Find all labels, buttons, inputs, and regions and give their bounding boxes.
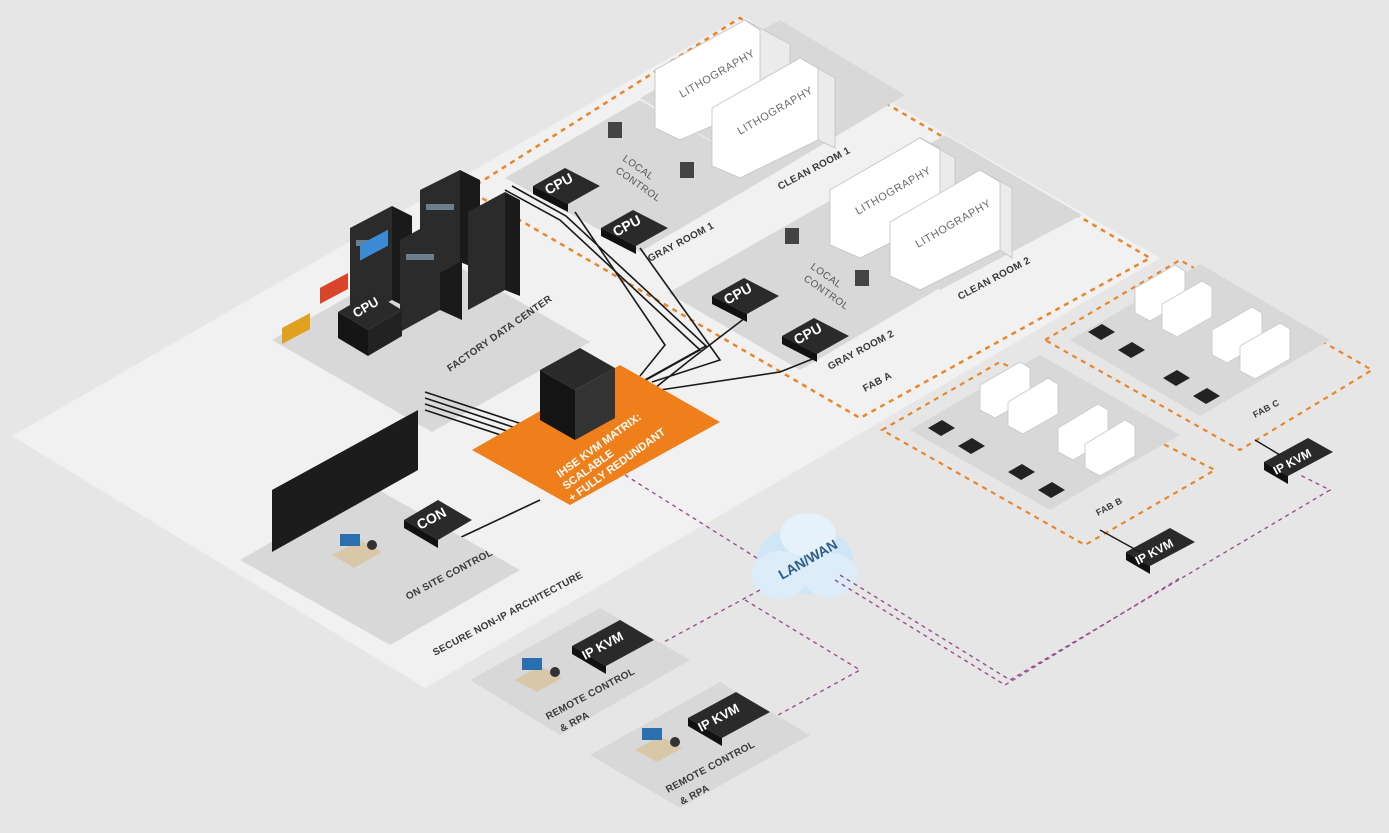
local-monitor	[785, 228, 799, 244]
local-monitor	[680, 162, 694, 178]
kvm-matrix-device	[540, 348, 615, 440]
wan-links	[624, 474, 1332, 726]
fab-c-lithography	[1134, 264, 1291, 380]
operator-desk	[515, 658, 562, 692]
fab-c-uplink	[1254, 439, 1281, 456]
fab-c-cpus	[1088, 324, 1220, 404]
operator-desk	[635, 728, 682, 762]
fab-c-outline	[1042, 258, 1375, 452]
video-wall	[272, 229, 418, 552]
fab-b-lithography	[979, 361, 1136, 477]
kvm-matrix-platform	[472, 365, 720, 505]
lithography-2b: LITHOGRAPHY	[889, 169, 1013, 291]
cpu-box: CPU	[533, 168, 600, 212]
fab-c-label: FAB C	[1251, 397, 1281, 419]
cpu-stack: CPU	[338, 292, 402, 356]
fab-b-outline	[879, 360, 1218, 547]
gray-room-1-floor	[505, 100, 770, 252]
cpu-box: CPU	[712, 278, 779, 322]
operator-desk	[332, 534, 382, 568]
ip-kvm-box: IP KVM	[1126, 528, 1195, 574]
fab-b-room	[910, 392, 1045, 470]
cpu-box: CPU	[782, 318, 849, 362]
server-racks	[350, 170, 520, 332]
fab-b-label: FAB B	[1094, 495, 1124, 517]
fab-b-uplink	[1099, 529, 1141, 553]
ip-kvm-box: IP KVM	[688, 692, 770, 746]
fab-b-room	[980, 432, 1115, 510]
lithography-1b: LITHOGRAPHY	[711, 57, 836, 179]
ip-kvm-box: IP KVM	[1264, 438, 1333, 484]
local-monitor	[855, 270, 869, 286]
local-monitor	[608, 122, 622, 138]
fab-a-outline	[465, 16, 1153, 420]
fab-b-cpus	[928, 420, 1065, 498]
